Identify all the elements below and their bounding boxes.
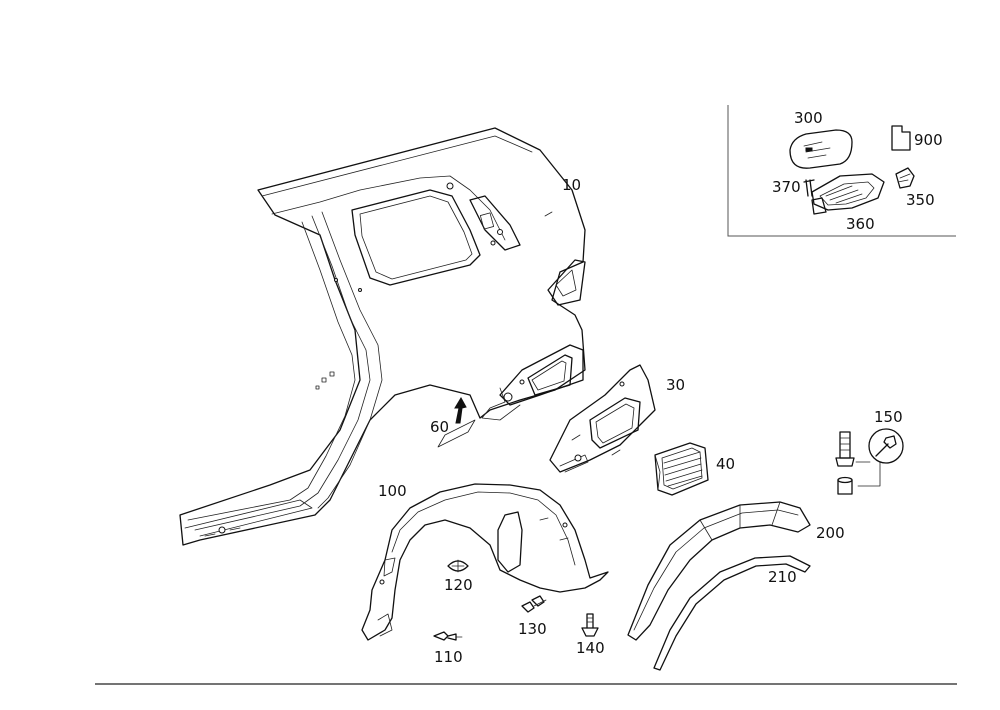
callout-40: 40 <box>716 455 735 473</box>
callout-30: 30 <box>666 376 685 394</box>
fuel-flap-housing[interactable] <box>811 173 885 215</box>
callout-350: 350 <box>906 191 935 209</box>
callout-150: 150 <box>874 408 903 426</box>
callout-370: 370 <box>772 178 801 196</box>
callout-110: 110 <box>434 648 463 666</box>
actuator-350[interactable] <box>895 167 915 189</box>
callout-100: 100 <box>378 482 407 500</box>
wheel-arch-trim[interactable] <box>627 501 811 641</box>
callout-300: 300 <box>794 109 823 127</box>
spring-370[interactable] <box>803 179 815 197</box>
rivet-110[interactable] <box>433 631 463 641</box>
callout-900: 900 <box>914 131 943 149</box>
callout-210: 210 <box>768 568 797 586</box>
bolt-set-150[interactable] <box>835 428 904 495</box>
callout-120: 120 <box>444 576 473 594</box>
callout-360: 360 <box>846 215 875 233</box>
clip-120[interactable] <box>447 559 469 573</box>
callout-130: 130 <box>518 620 547 638</box>
screw-140[interactable] <box>581 613 599 637</box>
wheel-arch-liner[interactable] <box>361 483 609 641</box>
push-clip-130[interactable] <box>521 595 547 613</box>
fuel-flap-cover[interactable] <box>789 129 853 169</box>
callout-200: 200 <box>816 524 845 542</box>
callout-140: 140 <box>576 639 605 657</box>
flag-icon <box>891 125 911 151</box>
trim-seal[interactable] <box>653 555 811 671</box>
fuel-flap-inset <box>727 105 956 237</box>
callout-60: 60 <box>430 418 449 436</box>
tail-light-bracket[interactable] <box>549 364 656 473</box>
side-wall-panel[interactable] <box>179 127 586 546</box>
wrench-icon <box>868 428 904 464</box>
marking-arrow[interactable] <box>437 397 476 448</box>
ventilation-grille[interactable] <box>654 442 709 496</box>
callout-10: 10 <box>562 176 581 194</box>
